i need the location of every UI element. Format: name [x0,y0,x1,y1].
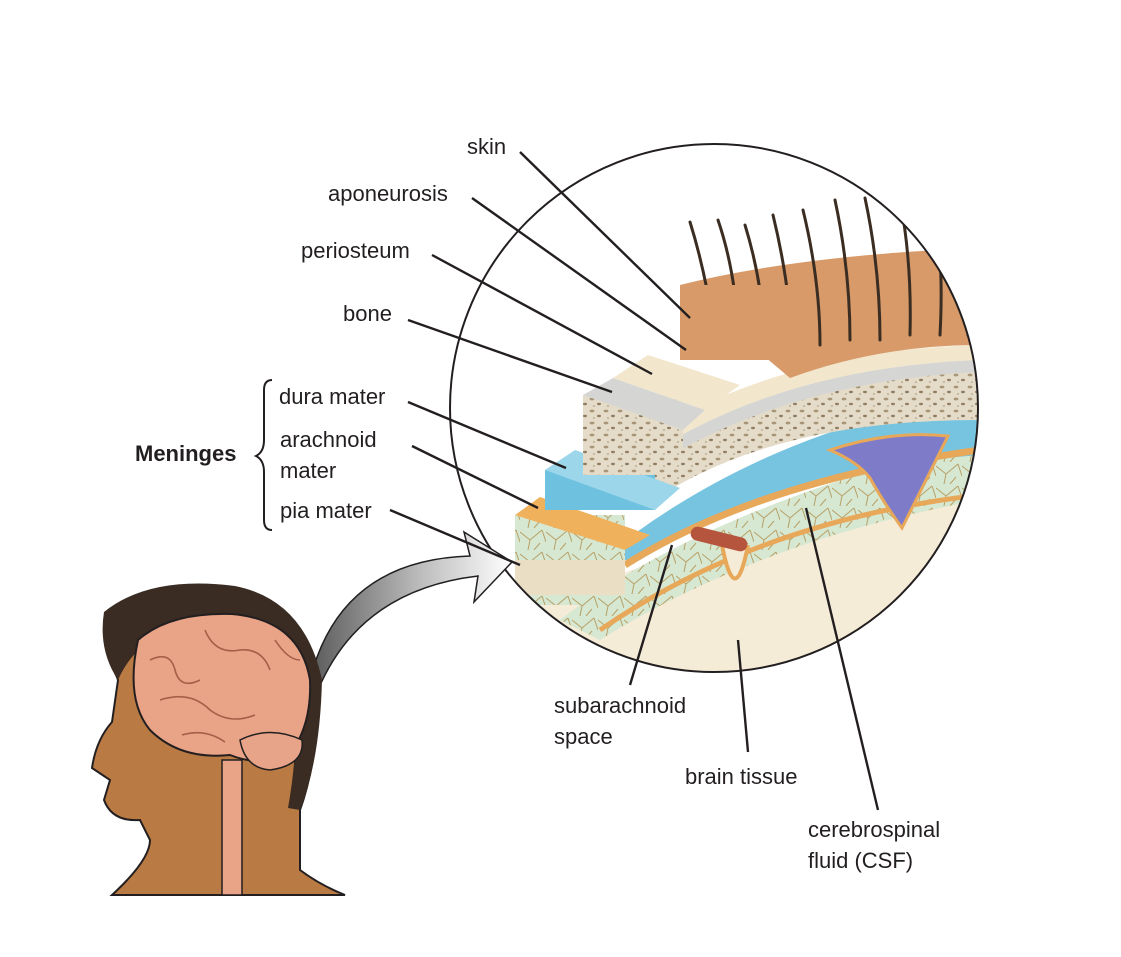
bone-region [600,370,978,510]
label-meninges: Meninges [135,441,237,466]
magnify-arrow [309,530,514,692]
label-csf-line1: cerebrospinal [808,817,941,842]
magnifier-circle-outline [449,143,979,673]
leader-lines [389,151,880,811]
label-bone: bone [343,301,392,326]
human-head-illustration [90,583,346,896]
label-subarachnoid-line2: space [554,724,613,749]
label-dura-mater: dura mater [279,384,386,409]
csf-sinus [825,433,951,531]
label-brain-tissue: brain tissue [685,764,798,789]
spinal-cord [221,759,243,896]
cerebellum [239,731,303,771]
label-pia-mater: pia mater [280,498,372,523]
label-skin: skin [467,134,507,159]
label-arachnoid-line1: arachnoid [280,427,377,452]
label-subarachnoid-line1: subarachnoid [554,693,687,718]
magnified-cross-section [449,143,979,673]
label-arachnoid-line2: mater [280,458,337,483]
label-periosteum: periosteum [301,238,410,263]
label-aponeurosis: aponeurosis [328,181,448,206]
meninges-brace [253,379,273,531]
label-csf-line2: fluid (CSF) [808,848,914,873]
